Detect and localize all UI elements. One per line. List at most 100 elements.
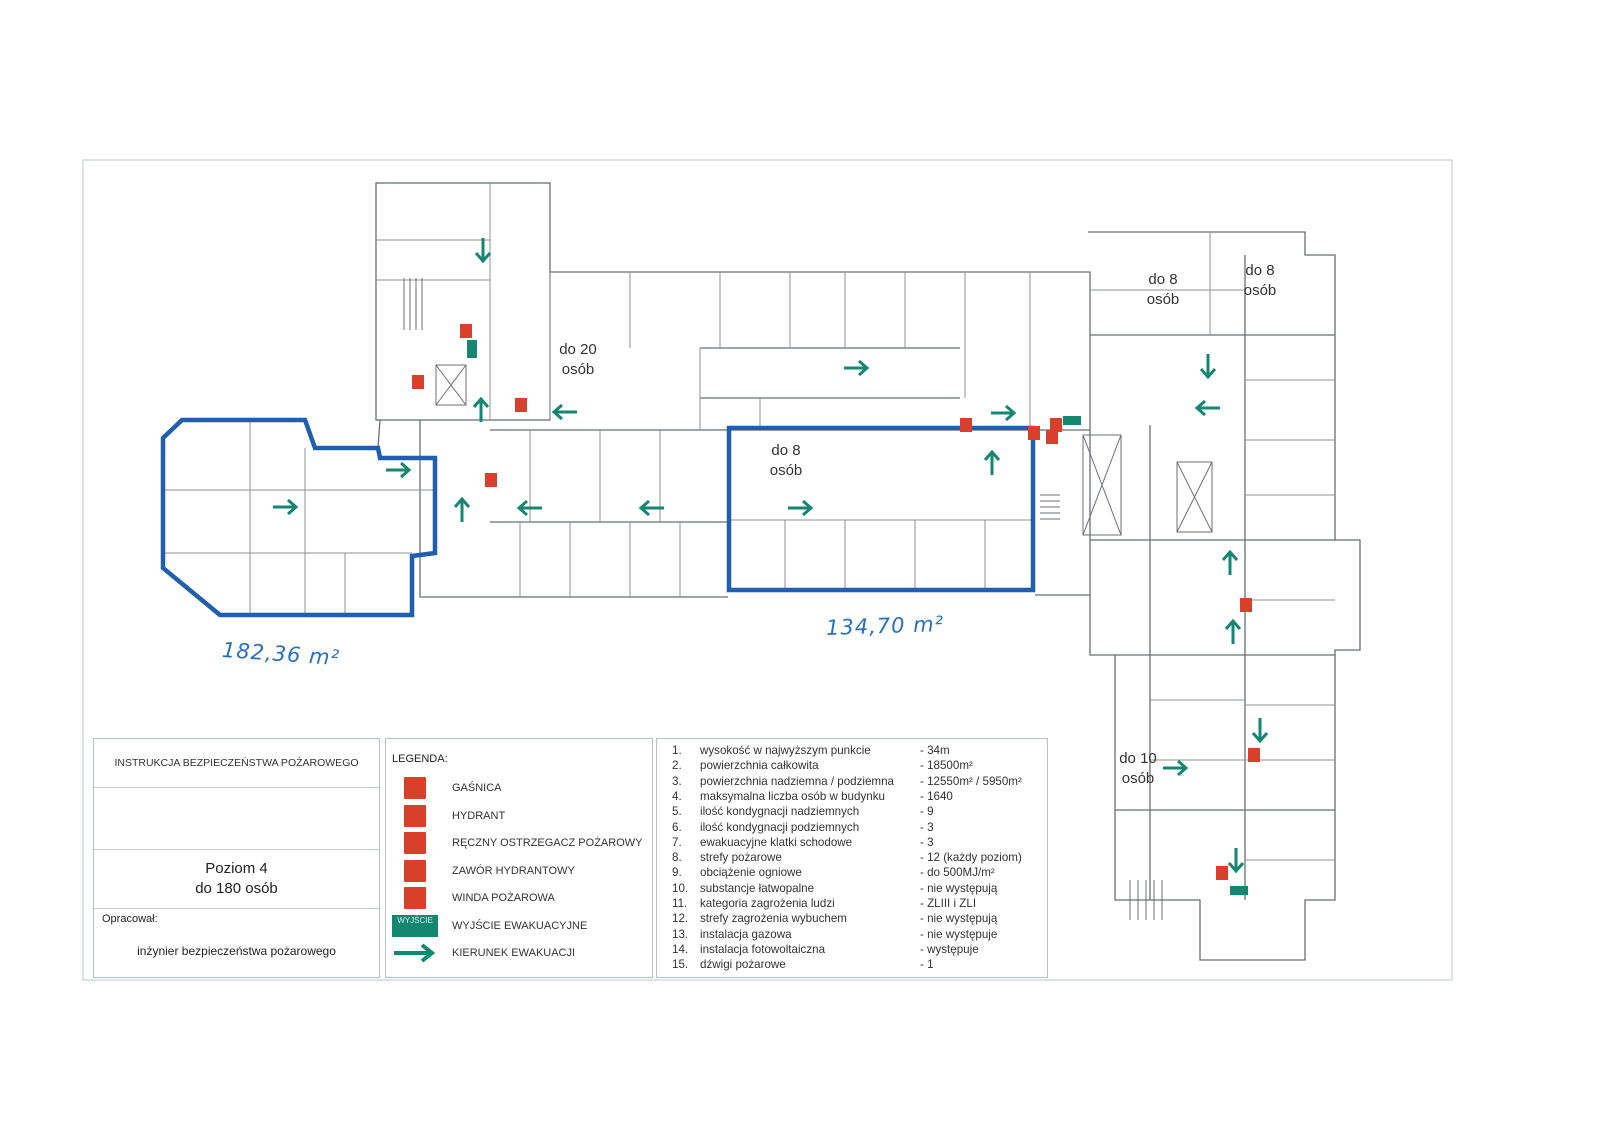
hydrant-valve-icon <box>404 859 426 882</box>
stairs <box>403 278 1163 920</box>
fact-name: kategoria zagrożenia ludzi <box>700 897 835 910</box>
area-annotation-center: 134,70 m² <box>825 611 945 641</box>
fact-row: 8.strefy pożarowe- 12 (każdy poziom) <box>672 850 1042 865</box>
fire-equipment-icon <box>1240 598 1252 612</box>
document-heading: INSTRUKCJA BEZPIECZEŃSTWA POŻAROWEGO <box>114 757 359 769</box>
fact-row: 6.ilość kondygnacji podziemnych- 3 <box>672 820 1042 835</box>
fact-number: 13. <box>672 927 689 941</box>
evacuation-arrows <box>273 238 1269 874</box>
fact-row: 14. instalacja fotowoltaiczna - występuje <box>672 942 1042 957</box>
fact-name: strefy pożarowe <box>700 851 782 865</box>
manual-call-point-icon <box>404 832 426 854</box>
fact-number: 7. <box>672 835 682 849</box>
zone-label: do 20 osób <box>559 341 597 378</box>
fact-value: - 12 (każdy poziom) <box>920 851 1022 865</box>
fact-row: 9.obciążenie ogniowe- do 500MJ/m² <box>672 865 1042 880</box>
legend-item: WINDA POŻAROWA <box>392 886 555 910</box>
fire-equipment-icon <box>485 473 497 487</box>
fact-row: 1. wysokość w najwyższym punkcie - 34m <box>672 743 1042 758</box>
fact-row: 5.ilość kondygnacji nadziemnych- 9 <box>672 804 1042 819</box>
lift-shafts <box>435 364 1213 536</box>
fact-row: 4.maksymalna liczba osób w budynku- 1640 <box>672 789 1042 804</box>
fact-number: 2. <box>672 759 682 773</box>
legend-label: GAŚNICA <box>452 782 502 794</box>
floor-level: Poziom 4 <box>205 860 268 877</box>
fact-name: dźwigi pożarowe <box>700 958 786 972</box>
fact-value: - nie występuje <box>920 927 998 941</box>
evacuation-arrow-icon <box>991 404 1017 422</box>
fact-number: 5. <box>672 805 682 819</box>
exit-sign-icon: WYJŚCIE <box>392 914 438 937</box>
exit-signs <box>467 340 1248 895</box>
legend-label: HYDRANT <box>452 809 506 822</box>
prepared-by-label: Opracował: <box>102 913 158 925</box>
fact-number: 6. <box>672 820 682 834</box>
prepared-by: inżynier bezpieczeństwa pożarowego <box>137 944 336 958</box>
fact-value: - występuje <box>920 942 979 956</box>
fact-number: 14. <box>672 942 689 956</box>
fact-number: 1. <box>672 744 682 757</box>
fire-extinguisher-icon <box>404 777 426 799</box>
evacuation-arrow-icon <box>472 396 490 422</box>
zone-label: do 8 osób <box>769 442 803 479</box>
fact-row: 10.substancje łatwopalne- nie występują <box>672 881 1042 896</box>
fact-value: - 3 <box>920 820 934 834</box>
fire-equipment <box>412 324 1260 880</box>
fact-name: ewakuacyjne klatki schodowe <box>700 835 853 849</box>
fact-number: 12. <box>672 912 689 926</box>
evacuation-arrow-icon <box>788 499 814 517</box>
building-facts <box>656 738 1048 978</box>
fire-equipment-icon <box>1216 866 1228 880</box>
evacuation-arrow-icon <box>1251 718 1269 744</box>
evacuation-arrow-icon <box>844 359 870 377</box>
fact-number: 4. <box>672 789 682 803</box>
fact-name: powierzchnia całkowita <box>700 759 819 773</box>
fire-lift-icon <box>404 887 426 909</box>
evacuation-arrow-icon <box>1194 399 1220 417</box>
evacuation-arrow-icon <box>453 496 471 522</box>
fire-equipment-icon <box>1050 418 1062 432</box>
fact-row: 3. powierzchnia nadziemna / podziemna - 12… <box>672 774 1042 789</box>
title-block: INSTRUKCJA BEZPIECZEŃSTWA POŻAROWEGO Poz… <box>93 738 380 978</box>
evacuation-arrow-icon <box>638 499 664 517</box>
fact-value: - nie występują <box>920 912 998 926</box>
fact-name: ilość kondygnacji nadziemnych <box>700 805 860 819</box>
fact-value: - do 500MJ/m² <box>920 866 995 880</box>
zone-label: do 8 osób <box>1146 271 1180 308</box>
fact-value: - 12550m² / 5950m² <box>920 774 1022 788</box>
legend-item: ZAWÓR HYDRANTOWY <box>392 859 575 883</box>
fact-value: - 34m <box>920 744 950 757</box>
fact-row: 13. instalacja gazowa - nie występuje <box>672 927 1042 942</box>
evacuation-arrow-icon <box>516 499 542 517</box>
highlighted-area-center <box>726 425 1036 593</box>
fact-value: - 1640 <box>920 789 953 803</box>
exit-sign-icon <box>467 340 477 358</box>
fact-number: 9. <box>672 866 682 880</box>
fact-name: wysokość w najwyższym punkcie <box>700 744 871 757</box>
fact-name: instalacja fotowoltaiczna <box>700 942 826 956</box>
fact-name: instalacja gazowa <box>700 927 792 941</box>
fact-row: 11.kategoria zagrożenia ludzi- ZLIII i Z… <box>672 896 1042 911</box>
fire-equipment-icon <box>412 375 424 389</box>
fact-name: strefy zagrożenia wybuchem <box>700 912 847 926</box>
legend-label: WINDA POŻAROWA <box>452 892 555 904</box>
evacuation-arrow-icon <box>1227 848 1245 874</box>
fire-equipment-icon <box>1046 430 1058 444</box>
arrow-icon <box>394 943 436 963</box>
evacuation-arrow-icon <box>1163 759 1189 777</box>
fire-equipment-icon <box>1248 748 1260 762</box>
evacuation-arrow-icon <box>386 461 412 479</box>
fact-name: substancje łatwopalne <box>700 881 815 895</box>
legend-item: KIERUNEK EWAKUACJI <box>392 941 575 965</box>
fact-value: - nie występują <box>920 881 998 895</box>
legend-item: RĘCZNY OSTRZEGACZ POŻAROWY <box>392 831 642 855</box>
fact-value: - ZLIII i ZLI <box>920 897 977 910</box>
fact-name: powierzchnia nadziemna / podziemna <box>700 774 894 788</box>
evacuation-arrow-icon <box>551 403 577 421</box>
fact-value: - 3 <box>920 835 934 849</box>
legend-item: HYDRANT <box>392 804 505 828</box>
fact-number: 3. <box>672 774 682 788</box>
